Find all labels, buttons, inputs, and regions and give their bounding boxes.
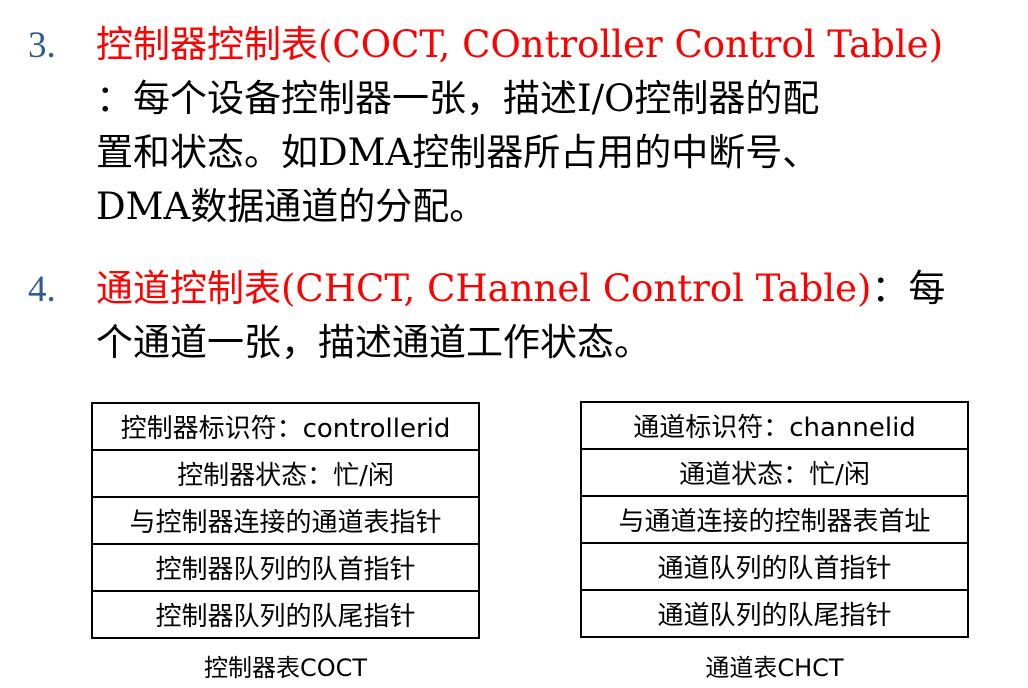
table-cell: 与控制器连接的通道表指针	[91, 496, 480, 545]
item-title-line: 3. 控制器控制表(COCT, COntroller Control Table)	[28, 18, 943, 72]
item-title: 通道控制表(CHCT, CHannel Control Table)	[96, 267, 872, 310]
table-cell: 通道队列的队首指针	[580, 542, 969, 591]
table-cell: 控制器标识符：controllerid	[91, 402, 480, 451]
table-cell: 控制器状态：忙/闲	[91, 449, 480, 498]
table-cell: 与通道连接的控制器表首址	[580, 495, 969, 544]
item-number: 3.	[28, 25, 56, 66]
table-cell: 通道标识符：channelid	[580, 401, 969, 450]
item-text-line: 置和状态。如DMA控制器所占用的中断号、	[96, 131, 820, 174]
chct-table: 通道标识符：channelid 通道状态：忙/闲 与通道连接的控制器表首址 通道…	[580, 401, 969, 638]
item-title-suffix: ：每	[871, 267, 946, 310]
chct-caption: 通道表CHCT	[705, 654, 844, 682]
item-title-line: 4. 通道控制表(CHCT, CHannel Control Table)：每	[28, 262, 945, 316]
item-text-line: ：每个设备控制器一张，描述I/O控制器的配	[96, 77, 820, 120]
table-cell: 通道状态：忙/闲	[580, 448, 969, 497]
item-title: 控制器控制表(COCT, COntroller Control Table)	[96, 23, 944, 66]
table-cell: 通道队列的队尾指针	[580, 589, 969, 638]
item-text-line: DMA数据通道的分配。	[96, 185, 487, 228]
table-cell: 控制器队列的队尾指针	[91, 590, 480, 639]
item-text-line: 个通道一张，描述通道工作状态。	[96, 321, 651, 364]
coct-caption: 控制器表COCT	[203, 654, 368, 682]
item-number: 4.	[28, 269, 56, 310]
table-cell: 控制器队列的队首指针	[91, 543, 480, 592]
coct-table: 控制器标识符：controllerid 控制器状态：忙/闲 与控制器连接的通道表…	[91, 402, 480, 639]
